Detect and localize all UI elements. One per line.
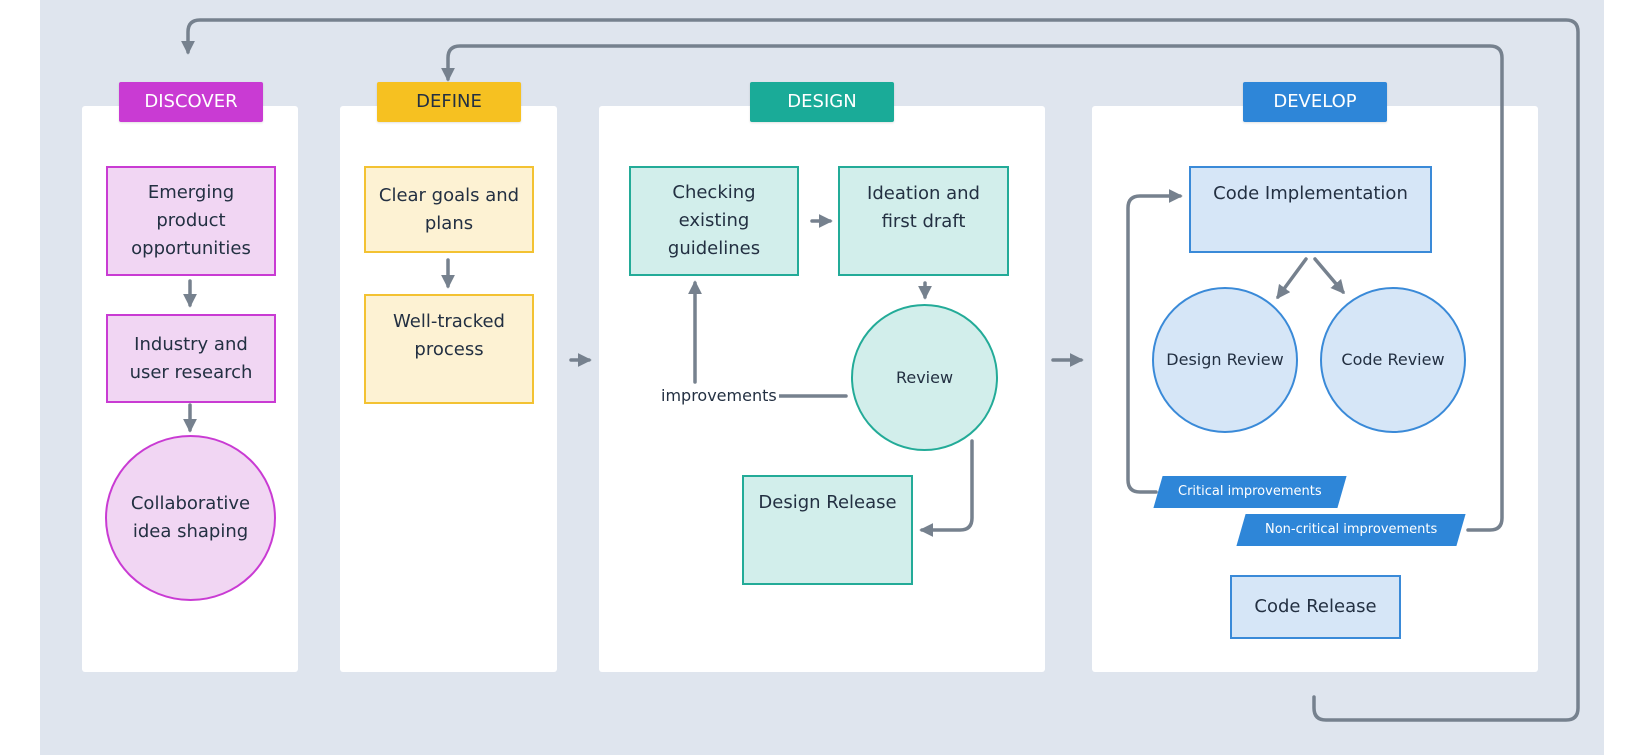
badge-critical-improvements: Critical improvements	[1153, 476, 1347, 508]
outer-loop-arrow	[181, 18, 1580, 722]
badge-critical-improvements-text: Critical improvements	[1178, 484, 1322, 499]
node-industry-user-research: Industry and user research	[106, 314, 276, 403]
stage-tag-define: DEFINE	[377, 82, 521, 122]
arrow-impl-design-review	[1276, 257, 1308, 300]
improvements-label: improvements	[659, 386, 779, 406]
node-clear-goals-plans: Clear goals and plans	[364, 166, 534, 253]
badge-non-critical-improvements: Non-critical improvements	[1236, 514, 1466, 546]
non-critical-loop-arrow	[441, 44, 1504, 532]
node-ideation-first-draft: Ideation and first draft	[838, 166, 1009, 276]
node-emerging-opportunities: Emerging product opportunities	[106, 166, 276, 276]
stage-tag-discover: DISCOVER	[119, 82, 263, 122]
stage-tag-design: DESIGN	[750, 82, 894, 122]
arrow-impl-code-review	[1313, 257, 1345, 295]
node-review: Review	[851, 304, 998, 451]
arrow-review-release	[919, 439, 974, 537]
badge-non-critical-improvements-text: Non-critical improvements	[1264, 522, 1438, 537]
critical-loop-arrow	[1126, 189, 1183, 494]
node-code-review: Code Review	[1320, 287, 1466, 433]
node-well-tracked-process: Well-tracked process	[364, 294, 534, 404]
node-code-release: Code Release	[1230, 575, 1401, 639]
stage-tag-develop: DEVELOP	[1243, 82, 1387, 122]
node-design-release: Design Release	[742, 475, 913, 585]
node-design-review: Design Review	[1152, 287, 1298, 433]
node-checking-guidelines: Checking existing guidelines	[629, 166, 799, 276]
node-code-implementation: Code Implementation	[1189, 166, 1432, 253]
node-collaborative-idea-shaping: Collaborative idea shaping	[105, 435, 276, 601]
